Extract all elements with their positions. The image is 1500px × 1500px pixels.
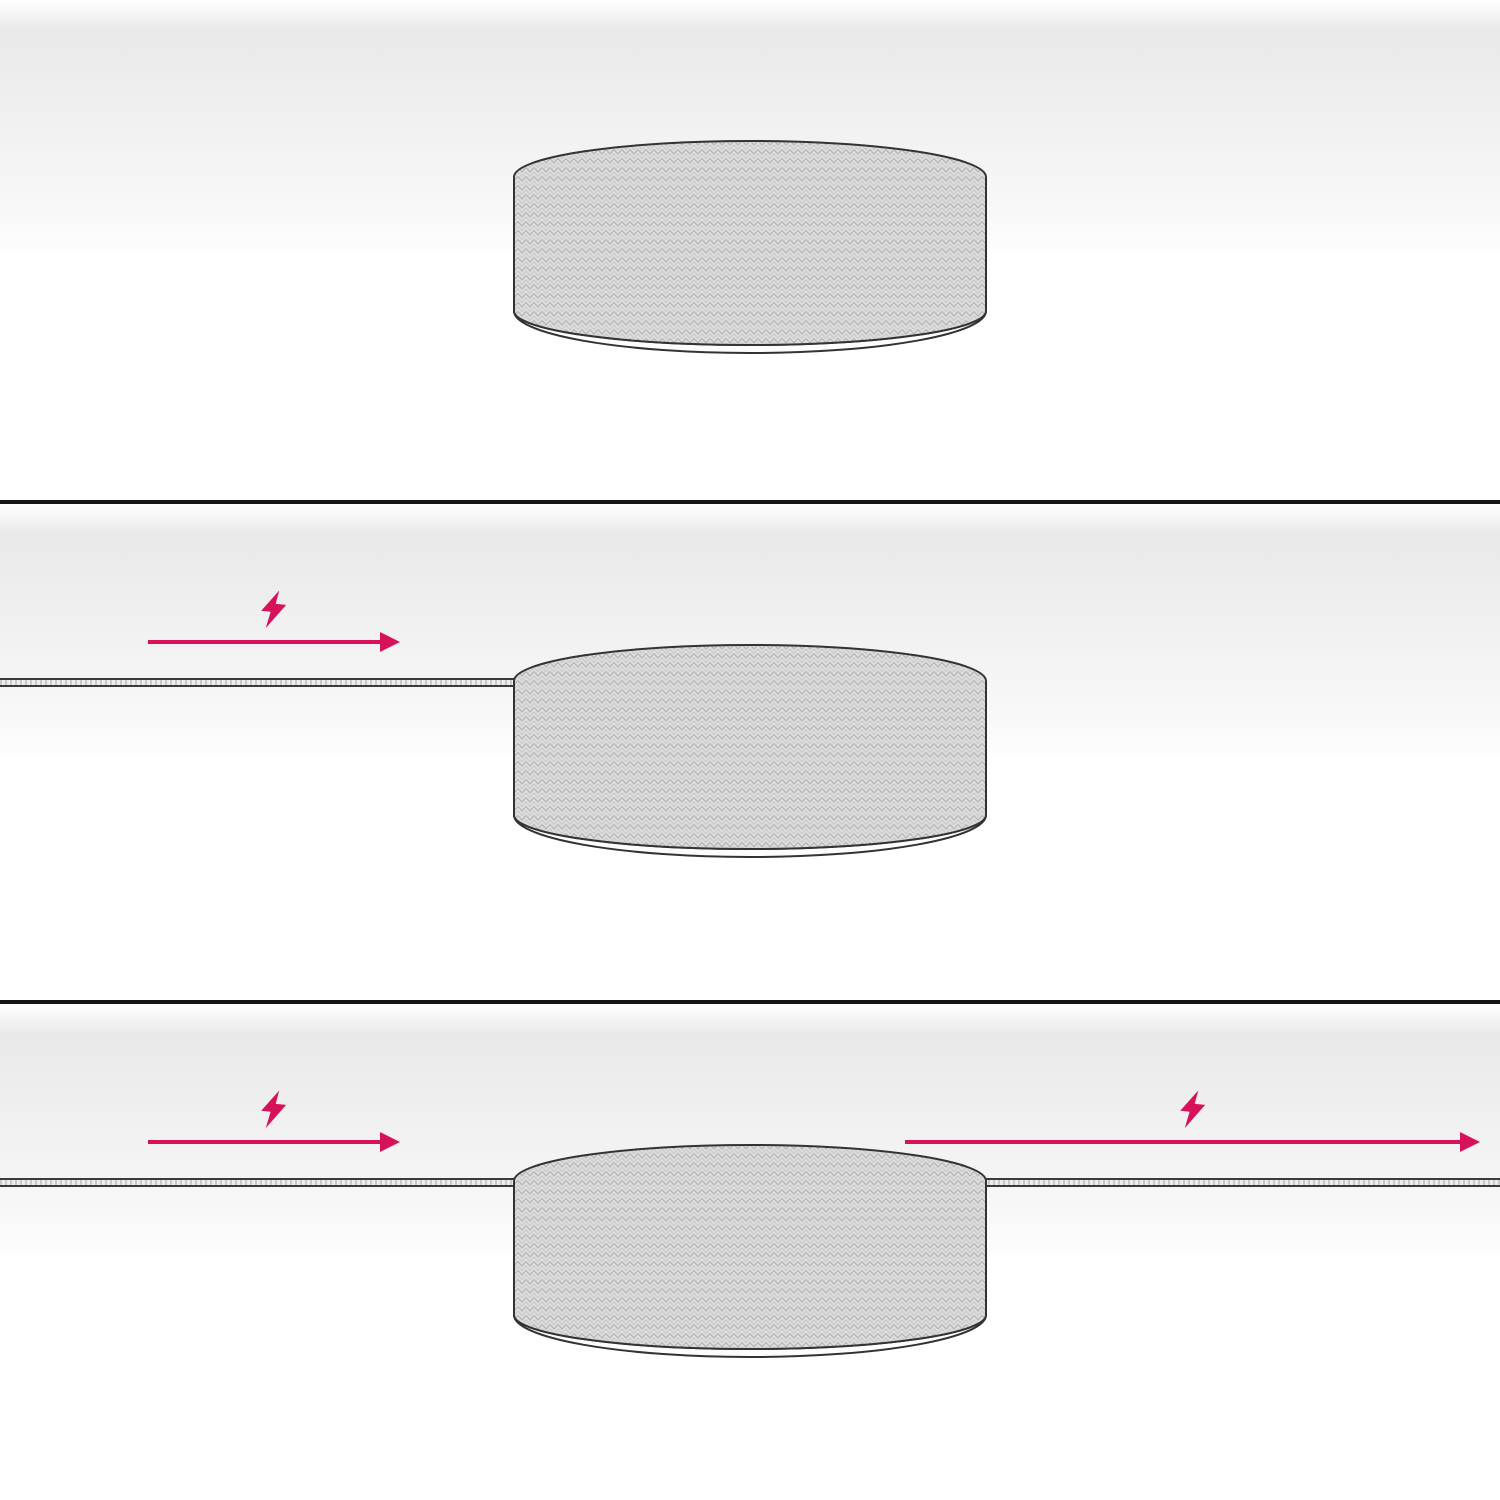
flow-arrow-head (380, 1132, 400, 1152)
drum-ceiling-lamp (513, 644, 987, 858)
flow-arrow-shaft (148, 1140, 388, 1144)
lamp-fabric-shade (513, 1144, 987, 1350)
power-flow-right (905, 1090, 1480, 1152)
flow-arrow-shaft (905, 1140, 1468, 1144)
drum-ceiling-lamp (513, 140, 987, 354)
supply-cable-left (0, 1178, 517, 1187)
lightning-bolt-icon (261, 1090, 287, 1129)
lamp-fabric-shade (513, 140, 987, 346)
flush-drum-lamp-power-pass-through (0, 1000, 1500, 1500)
flow-arrow-icon (905, 1132, 1480, 1152)
supply-cable-right (983, 1178, 1500, 1187)
lightning-bolt-icon (261, 590, 287, 629)
lamp-fabric-shade (513, 644, 987, 850)
supply-cable-left (0, 678, 517, 687)
flow-arrow-head (380, 632, 400, 652)
drum-ceiling-lamp (513, 1144, 987, 1358)
power-flow-left (148, 590, 400, 652)
flow-arrow-shaft (148, 640, 388, 644)
lightning-bolt-icon (1179, 1090, 1205, 1129)
flow-arrow-icon (148, 632, 400, 652)
flow-arrow-icon (148, 1132, 400, 1152)
flow-arrow-head (1460, 1132, 1480, 1152)
flush-drum-lamp-power-in-from-left (0, 500, 1500, 1000)
flush-drum-lamp-no-cable (0, 0, 1500, 500)
power-flow-left (148, 1090, 400, 1152)
